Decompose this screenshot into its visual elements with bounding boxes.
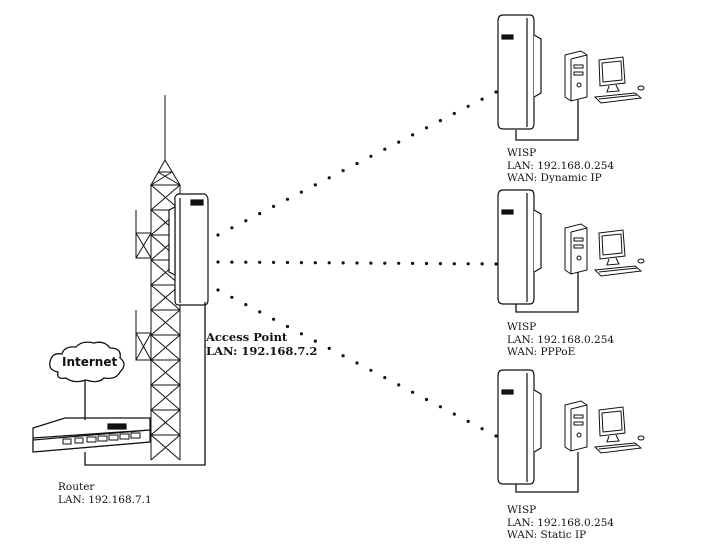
- wireless-link-dot: [244, 303, 248, 307]
- wisp-device: [497, 189, 542, 305]
- wireless-link-dot: [355, 161, 359, 166]
- wireless-link-dot: [230, 260, 234, 264]
- wireless-link-dot: [299, 190, 303, 194]
- wisp-device: [497, 369, 542, 485]
- wireless-link-dot: [397, 140, 401, 144]
- wireless-link-dot: [383, 376, 387, 380]
- wireless-link-dot: [272, 317, 276, 321]
- wisp-name: WISP: [507, 504, 537, 516]
- wisp-lan: LAN: 192.168.0.254: [507, 159, 615, 172]
- access-point-label: Access Point LAN: 192.168.7.2: [206, 330, 317, 358]
- wisp-wan: WAN: Dynamic IP: [507, 172, 602, 184]
- wireless-link-dot: [438, 262, 442, 266]
- wisp-name: WISP: [507, 321, 537, 333]
- access-point-device: [168, 193, 209, 306]
- desktop-computer: [564, 400, 645, 454]
- wireless-link-dot: [258, 310, 262, 314]
- wireless-link-dot: [355, 361, 359, 365]
- wireless-link-dot: [480, 262, 484, 266]
- desktop-computer: [564, 50, 645, 104]
- wisp-name: WISP: [507, 147, 537, 159]
- wireless-link-dot: [285, 197, 290, 201]
- router-label: Router LAN: 192.168.7.1: [58, 481, 152, 506]
- wireless-link-dot: [258, 260, 262, 264]
- access-point-name: Access Point: [206, 330, 288, 344]
- router-name: Router: [58, 481, 95, 493]
- wireless-link-dot: [397, 383, 401, 387]
- wireless-link-dot: [411, 133, 415, 137]
- wireless-link-dot: [438, 119, 442, 123]
- desktop-computer: [564, 223, 645, 277]
- wireless-link-dot: [480, 97, 484, 101]
- wireless-link-dot: [369, 154, 373, 158]
- wireless-link-dot: [299, 332, 303, 336]
- wireless-link-dot: [452, 412, 456, 416]
- wireless-link-dot: [216, 233, 220, 237]
- router-device: [32, 417, 151, 453]
- wireless-link-dot: [230, 226, 234, 230]
- wireless-link-dot: [369, 261, 373, 265]
- wireless-link-dot: [411, 261, 415, 265]
- wireless-link-dot: [285, 324, 290, 329]
- wireless-link-dot: [327, 346, 331, 350]
- wireless-link-dot: [258, 212, 262, 216]
- wisp-device: [497, 14, 542, 130]
- wireless-link-dot: [299, 261, 303, 265]
- wireless-link-dot: [383, 147, 387, 151]
- internet-label: Internet: [62, 355, 118, 369]
- wireless-link-dot: [327, 261, 331, 265]
- wireless-link-dot: [313, 183, 317, 187]
- wireless-link-dot: [494, 90, 498, 94]
- wireless-link-dot: [466, 262, 470, 266]
- wireless-link-dot: [438, 405, 442, 409]
- wisp-lan: LAN: 192.168.0.254: [507, 333, 615, 346]
- wireless-link-dot: [272, 260, 276, 264]
- wireless-link-dot: [285, 260, 290, 265]
- wireless-link-dot: [313, 261, 317, 265]
- wisp-lan: LAN: 192.168.0.254: [507, 516, 615, 529]
- wisp-wan: WAN: PPPoE: [507, 346, 576, 358]
- wireless-link-dot: [452, 111, 456, 116]
- wireless-link-dot: [355, 261, 359, 265]
- wireless-link-dot: [466, 104, 470, 108]
- wireless-link-dot: [244, 219, 248, 223]
- wireless-link-dot: [341, 169, 345, 173]
- access-point-lan: LAN: 192.168.7.2: [206, 344, 318, 358]
- wireless-link-dot: [424, 397, 429, 402]
- wireless-link-dot: [341, 261, 345, 265]
- wireless-link-dot: [216, 260, 220, 264]
- wisp-label-3: WISP LAN: 192.168.0.254 WAN: Static IP: [507, 504, 614, 542]
- wireless-link-dot: [480, 427, 484, 431]
- wisp-label-1: WISP LAN: 192.168.0.254 WAN: Dynamic IP: [507, 147, 614, 185]
- wireless-link-dot: [230, 295, 234, 299]
- wireless-link-dot: [369, 368, 373, 372]
- wireless-link-dot: [411, 390, 415, 394]
- wireless-link-dot: [494, 434, 498, 438]
- wireless-link-dot: [452, 262, 456, 266]
- wireless-link-dot: [327, 176, 331, 180]
- wireless-link-dot: [494, 262, 498, 266]
- wireless-link-dot: [424, 261, 429, 266]
- wireless-link-dot: [272, 204, 276, 208]
- wireless-link-dot: [341, 354, 345, 358]
- wireless-link-dot: [216, 288, 220, 292]
- router-lan: LAN: 192.168.7.1: [58, 493, 152, 506]
- wisp-wan: WAN: Static IP: [507, 529, 587, 541]
- wireless-link-dot: [397, 261, 401, 265]
- wireless-link-dot: [424, 126, 429, 130]
- wireless-link-dot: [466, 419, 470, 423]
- wireless-link-dot: [313, 339, 317, 343]
- tower: [135, 95, 181, 461]
- internet-cloud: [49, 341, 125, 383]
- wisp-label-2: WISP LAN: 192.168.0.254 WAN: PPPoE: [507, 321, 614, 359]
- cables: [84, 100, 579, 493]
- wireless-link-dot: [244, 260, 248, 264]
- wireless-link-dot: [383, 261, 387, 265]
